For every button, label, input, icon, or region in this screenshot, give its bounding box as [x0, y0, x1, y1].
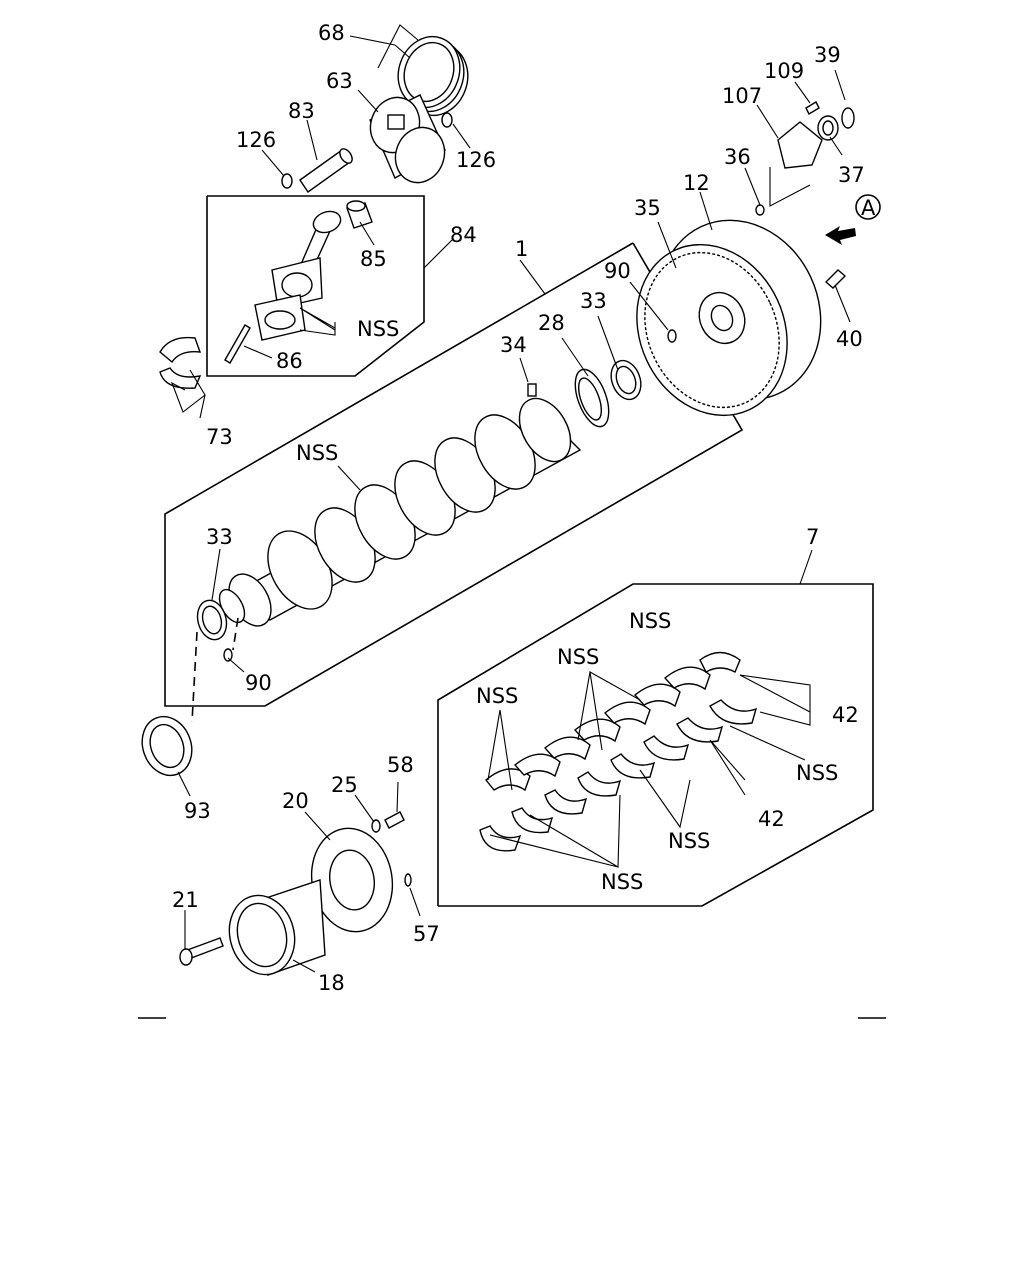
piston — [369, 94, 446, 184]
callout-1: 1 — [515, 237, 528, 261]
rear-seal-ring — [610, 359, 642, 401]
callout-37: 37 — [838, 163, 865, 187]
callout-86: 86 — [276, 349, 303, 373]
callout-nss-bearing-5: NSS — [668, 829, 710, 853]
callout-126-left: 126 — [236, 128, 276, 152]
flywheel-bolt — [824, 269, 847, 289]
callout-93: 93 — [184, 799, 211, 823]
callout-25: 25 — [331, 773, 358, 797]
callout-nss-crankshaft: NSS — [296, 441, 338, 465]
callout-18: 18 — [318, 971, 345, 995]
callout-nss-bearing-1: NSS — [476, 684, 518, 708]
front-dowel-pin — [223, 617, 239, 662]
bearing-kit-frame — [437, 583, 874, 907]
callout-12: 12 — [683, 171, 710, 195]
damper-pulley — [310, 827, 394, 933]
callout-nss-bearing-6: NSS — [601, 870, 643, 894]
callout-63: 63 — [326, 69, 353, 93]
front-oil-seal — [141, 631, 198, 777]
callout-68: 68 — [318, 21, 345, 45]
callout-nss-rod: NSS — [357, 317, 399, 341]
callout-28: 28 — [538, 311, 565, 335]
callout-42-upper: 42 — [832, 703, 859, 727]
piston-pin — [299, 148, 353, 193]
callout-57: 57 — [413, 922, 440, 946]
callout-107: 107 — [722, 84, 762, 108]
snap-ring-left — [281, 173, 293, 189]
callout-20: 20 — [282, 789, 309, 813]
callout-7: 7 — [806, 525, 819, 549]
snap-ring-right — [441, 112, 453, 128]
callout-90-upper: 90 — [604, 259, 631, 283]
rod-cap — [254, 294, 306, 341]
snap-ring-39 — [841, 107, 855, 129]
callout-nss-bearing-4: NSS — [796, 761, 838, 785]
flywheel — [636, 219, 822, 417]
crank-gear — [574, 368, 610, 428]
pulley-fix-bolt — [384, 811, 405, 829]
callout-33-upper: 33 — [580, 289, 607, 313]
callout-36: 36 — [724, 145, 751, 169]
callout-126-right: 126 — [456, 148, 496, 172]
callout-34: 34 — [500, 333, 527, 357]
callout-90-lower: 90 — [245, 671, 272, 695]
callout-109: 109 — [764, 59, 804, 83]
callout-84: 84 — [450, 223, 477, 247]
main-bearing-shells — [479, 651, 758, 852]
direction-arrow-icon: A — [825, 194, 881, 245]
rod-bearing-shells — [159, 336, 202, 389]
callout-40: 40 — [836, 327, 863, 351]
flywheel-dowel-top — [755, 204, 765, 216]
callout-nss-bearing-3: NSS — [629, 609, 671, 633]
callout-39: 39 — [814, 43, 841, 67]
callout-labels: 68 63 83 126 126 84 85 NSS 86 73 1 107 1… — [172, 21, 865, 995]
crankshaft — [218, 397, 582, 627]
pilot-bearing-housing — [777, 101, 839, 169]
front-seal-ring — [196, 599, 228, 641]
callout-85: 85 — [360, 247, 387, 271]
rod-bolt — [224, 324, 251, 364]
callout-42-lower: 42 — [758, 807, 785, 831]
pulley-washer — [371, 819, 381, 833]
crank-pulley — [228, 879, 326, 976]
leader-lines — [170, 24, 851, 973]
flywheel-dowel — [667, 329, 677, 343]
pulley-bolt — [179, 937, 224, 966]
pulley-dowel — [404, 873, 412, 887]
callout-33-lower: 33 — [206, 525, 233, 549]
crank-key — [527, 383, 537, 397]
callout-35: 35 — [634, 196, 661, 220]
rod-bushing — [346, 200, 373, 229]
callout-83: 83 — [288, 99, 315, 123]
callout-73: 73 — [206, 425, 233, 449]
view-marker: A — [861, 196, 876, 220]
callout-58: 58 — [387, 753, 414, 777]
callout-nss-bearing-2: NSS — [557, 645, 599, 669]
con-rod-kit-frame — [206, 195, 425, 377]
connecting-rod — [271, 210, 342, 309]
callout-21: 21 — [172, 888, 199, 912]
